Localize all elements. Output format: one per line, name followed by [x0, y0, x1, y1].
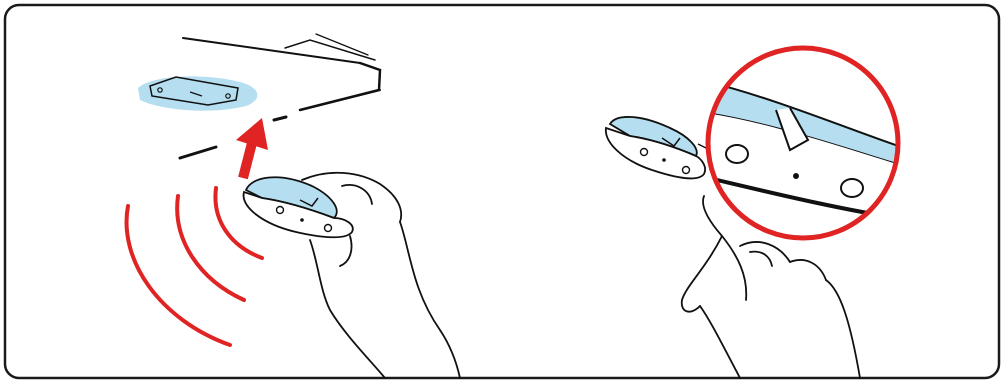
instruction-illustration: [0, 0, 1004, 383]
illustration-frame: [0, 0, 1004, 383]
